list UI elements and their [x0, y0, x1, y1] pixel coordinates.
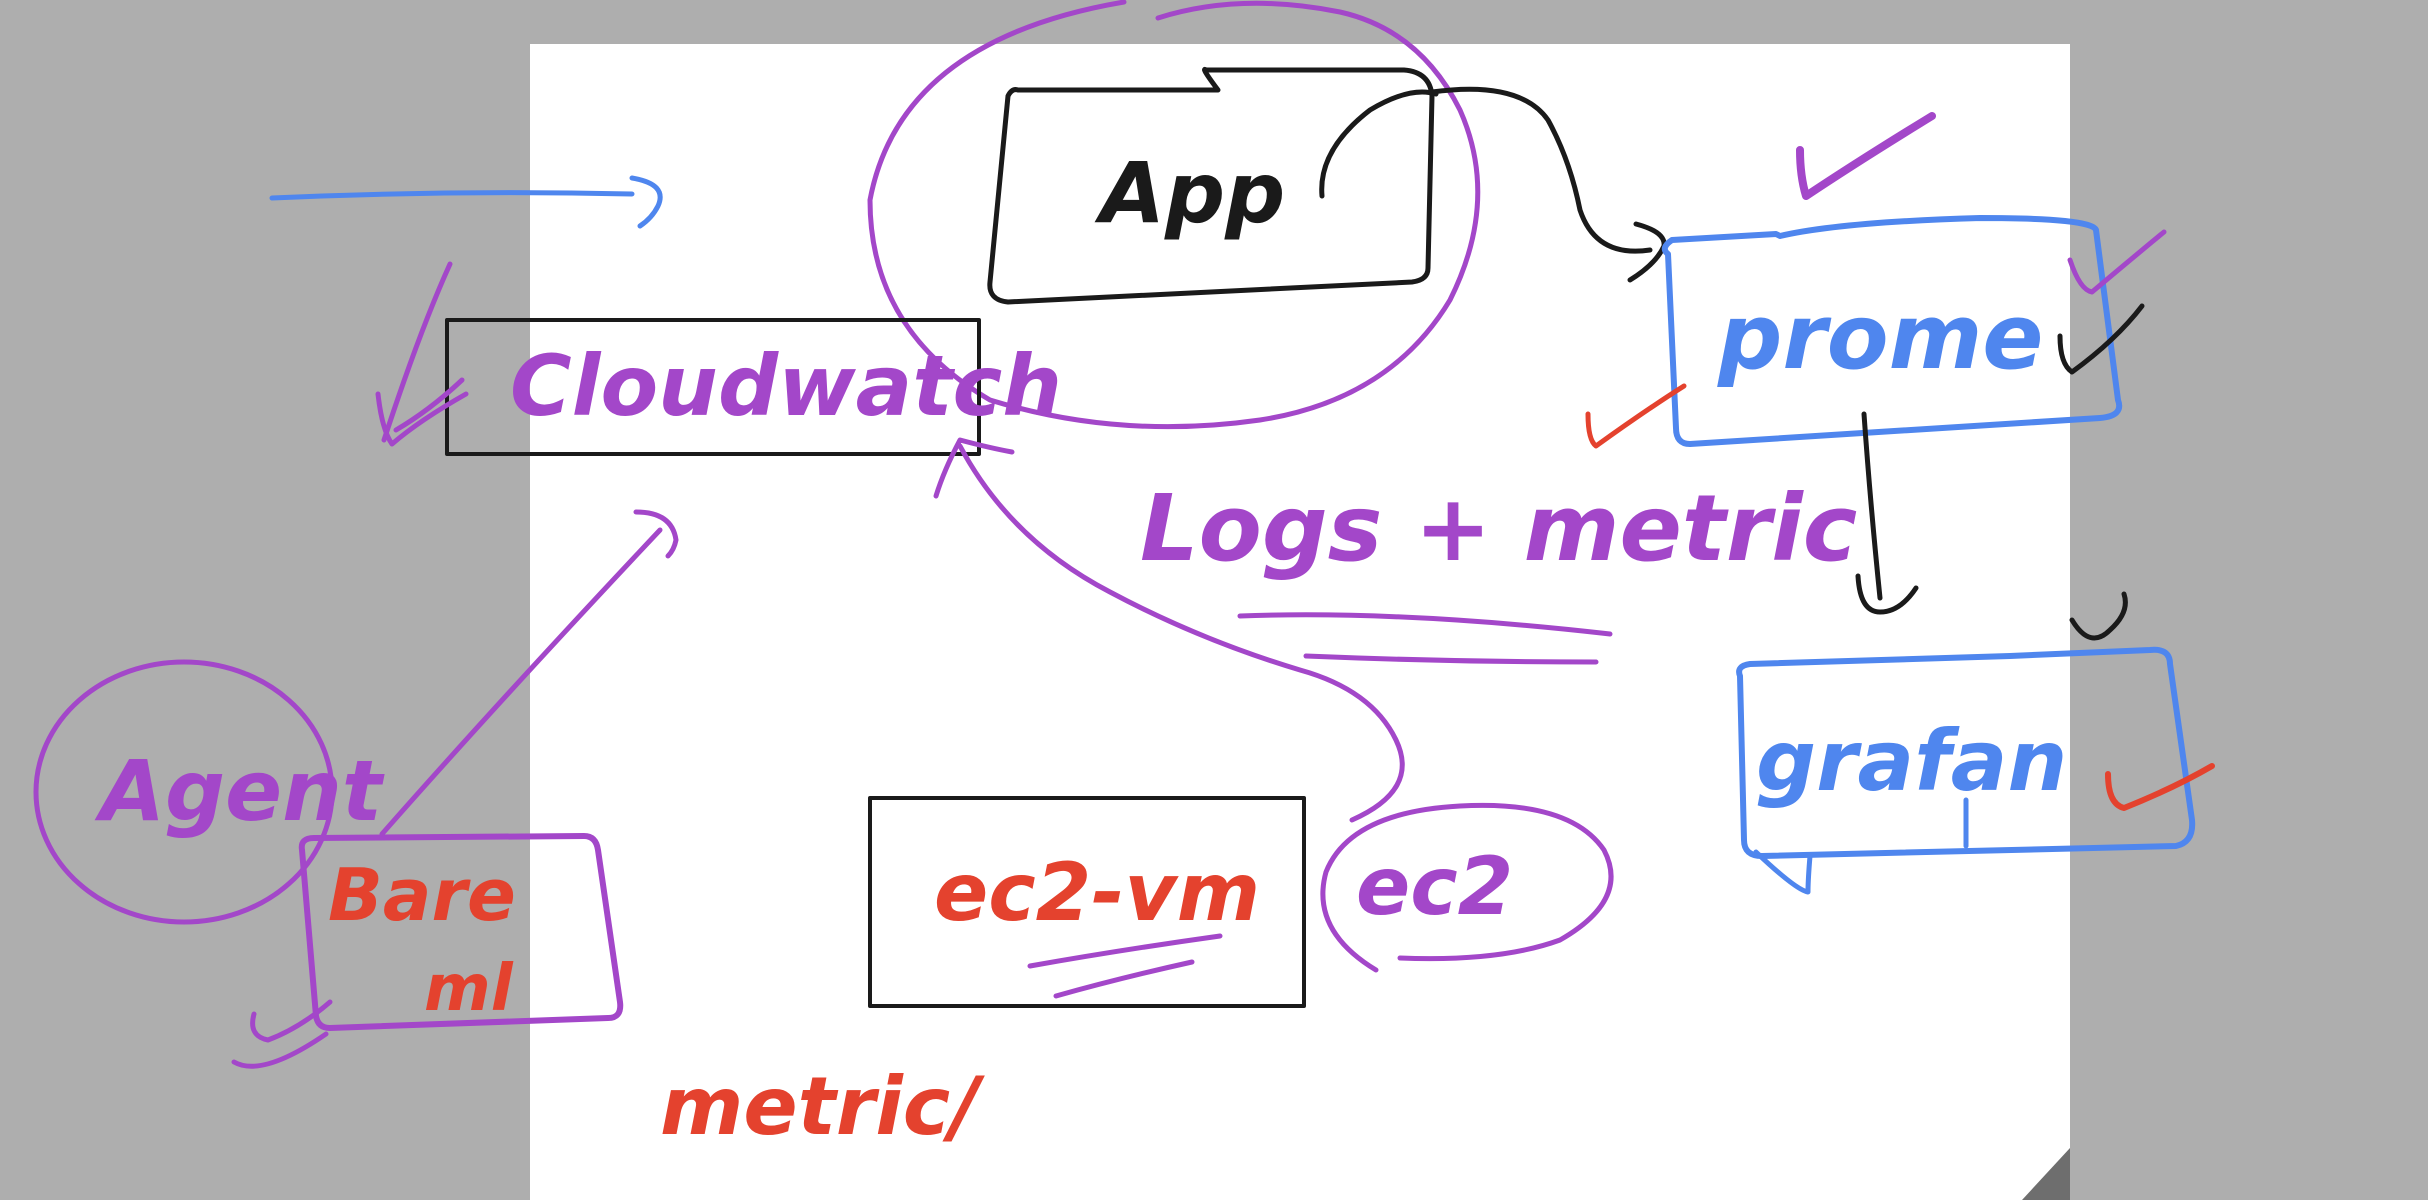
ec2-vm-underline-1: [1027, 933, 1223, 969]
blue-arrow-head: [629, 175, 663, 229]
blue-arrow-line: [269, 190, 635, 201]
purple-arrow-to-cloudwatch-head: [375, 377, 469, 447]
agent-node: Agent: [33, 659, 385, 925]
bare-metal-label-line1: Bare: [328, 853, 516, 937]
cloudwatch-box: [445, 318, 981, 456]
arrow-bare-metal-to-cloudwatch-head: [633, 509, 679, 559]
black-checkmark-right: [2057, 303, 2145, 375]
prome-label: prome: [1717, 285, 2043, 390]
logs-metric-annotation: Logs + metric: [1140, 475, 1857, 665]
grafana-label: grafan: [1756, 712, 2067, 810]
arrow-prome-to-grafana-head: [1855, 573, 1919, 615]
bare-metal-label-line2: ml: [424, 952, 514, 1026]
prome-box-outline: [1661, 215, 2123, 447]
logs-metric-underline-1: [1237, 612, 1613, 637]
arrow-ec2-to-cloudwatch-head: [933, 437, 1015, 499]
purple-arrow-to-cloudwatch: [381, 261, 453, 443]
page-corner-fold: [2022, 1148, 2070, 1200]
app-box-outline: [987, 66, 1435, 305]
ec2-vm-node: ec2-vm: [868, 796, 1306, 1008]
arrow-app-to-prome: [1429, 86, 1653, 254]
grafana-box-scribble: [1753, 797, 1969, 895]
prometheus-node: prome: [1661, 215, 2123, 447]
cloudwatch-node: Cloudwatch: [445, 318, 1062, 456]
arrow-prome-to-grafana: [1861, 411, 1883, 601]
arrow-ec2-to-cloudwatch: [957, 443, 1405, 823]
ec2-vm-box: [868, 796, 1306, 1008]
ec2-node: ec2: [1320, 802, 1614, 973]
grafana-box-outline: [1736, 646, 2196, 859]
purple-checkmark-top: [1796, 112, 1936, 200]
red-checkmark-grafana: [2105, 763, 2215, 811]
app-box-inner-curve: [1319, 89, 1439, 199]
arrow-bare-metal-to-cloudwatch: [379, 527, 663, 837]
ec2-ellipse: [1320, 802, 1614, 973]
logs-metric-label: Logs + metric: [1140, 475, 1857, 582]
ec2-vm-underline-2: [1053, 959, 1195, 999]
app-node: App: [987, 66, 1439, 305]
ec2-vm-label: ec2-vm: [934, 846, 1260, 939]
purple-checkmark-bare-metal: [231, 999, 333, 1069]
agent-label: Agent: [94, 742, 385, 840]
bare-metal-box: [298, 833, 624, 1031]
metric-label: metric/: [660, 1060, 985, 1153]
app-label: App: [1094, 144, 1285, 242]
purple-checkmark-right: [2067, 229, 2167, 295]
bare-metal-node: Bare ml: [298, 833, 624, 1031]
cloudwatch-label: Cloudwatch: [510, 337, 1062, 435]
black-checkmark-grafana: [2069, 591, 2128, 641]
ec2-label: ec2: [1356, 840, 1513, 933]
logs-metric-underline-2: [1303, 653, 1599, 665]
app-highlight-loop: [867, 0, 1481, 430]
grafana-node: grafan: [1736, 646, 2196, 895]
agent-ellipse: [33, 659, 335, 925]
red-checkmark-left: [1585, 383, 1687, 449]
